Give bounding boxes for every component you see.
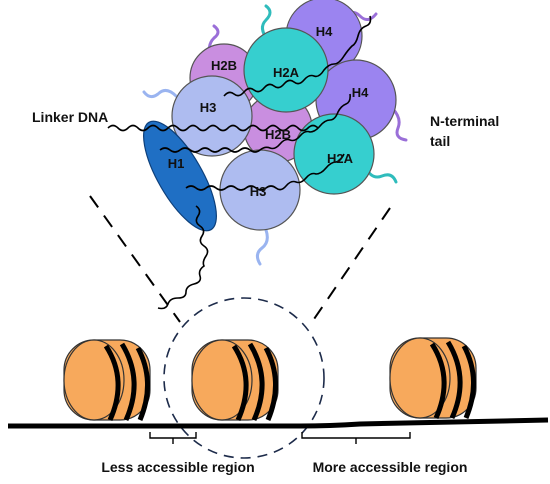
label-linker-dna: Linker DNA [32, 109, 108, 125]
zoom-line-right [311, 207, 391, 323]
label-h2b-top: H2B [211, 58, 237, 73]
histone-h3-left [171, 75, 253, 157]
wrapped-dna [107, 15, 372, 310]
nucleosome-right [389, 337, 477, 420]
label-h4-right: H4 [352, 85, 369, 100]
label-h2a-right: H2A [327, 151, 354, 166]
chromatin-fiber [8, 417, 549, 429]
label-h2b-mid: H2B [265, 127, 291, 142]
bracket-less-accessible [149, 432, 197, 444]
tail-h3-bottom [255, 228, 269, 266]
linker-dna-in [107, 124, 319, 132]
histone-labels: H4 H2B H2A H3 H4 H2B H2A H1 H3 [168, 24, 369, 199]
zoom-circle [163, 297, 325, 459]
dna-lower-wrap [185, 153, 345, 191]
tail-h2a-top [261, 4, 272, 42]
nucleosome-center [191, 339, 279, 422]
zoom-lines [89, 195, 391, 323]
tail-h4-right [390, 106, 408, 142]
label-n-terminal: N-terminal [430, 113, 499, 129]
brackets [149, 432, 411, 444]
dna-upper-wrap [223, 15, 372, 97]
tail-h3-left [142, 89, 178, 99]
label-h4-top: H4 [316, 24, 333, 39]
label-h3-left: H3 [200, 100, 217, 115]
label-less-accessible: Less accessible region [101, 459, 254, 475]
label-h3-bottom: H3 [250, 184, 267, 199]
label-more-accessible: More accessible region [313, 459, 468, 475]
label-h1: H1 [168, 156, 185, 171]
label-h2a-top: H2A [273, 65, 300, 80]
bracket-more-accessible [301, 432, 411, 444]
dna-middle-wrap [159, 93, 351, 153]
histone-h2a-top [243, 27, 329, 113]
label-tail: tail [430, 133, 450, 149]
linker-dna-out [157, 205, 209, 310]
nucleosome-left [63, 339, 151, 422]
zoom-line-left [89, 195, 181, 323]
tail-h2a-right [364, 166, 398, 184]
